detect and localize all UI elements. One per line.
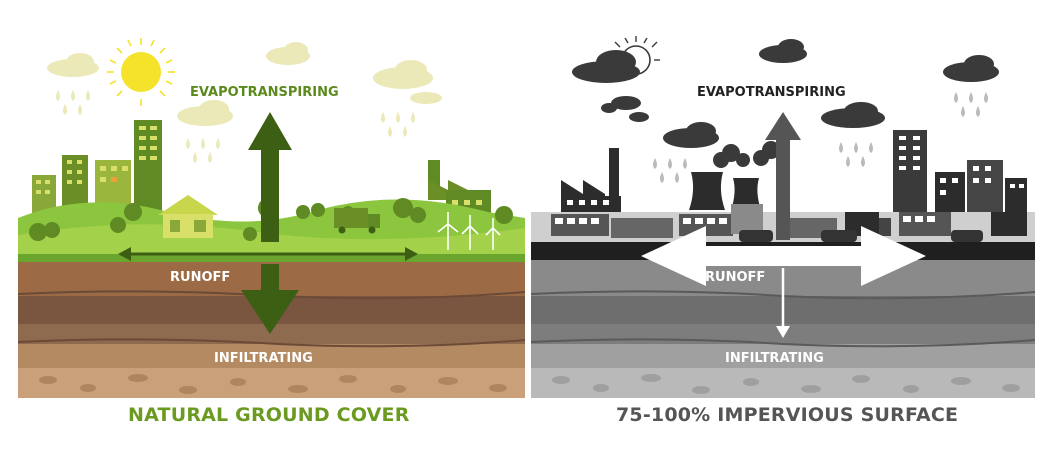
raindrop-icon — [56, 90, 415, 163]
car-icon — [739, 230, 983, 242]
sun-icon — [107, 38, 175, 106]
house-icon — [158, 195, 218, 238]
infiltrating-label: INFILTRATING — [214, 351, 313, 366]
bus-icon — [551, 212, 951, 238]
runoff-arrow — [118, 247, 418, 261]
impervious-surface-illustration: EVAPOTRANSPIRING RUNOFF INFILTRATING — [531, 0, 1035, 400]
runoff-label: RUNOFF — [170, 270, 230, 285]
runoff-arrow — [641, 226, 926, 286]
evapotranspiring-label: EVAPOTRANSPIRING — [697, 85, 846, 100]
wind-turbine-icon — [437, 212, 501, 250]
evapotranspiring-arrow — [248, 112, 292, 242]
infiltrating-label: INFILTRATING — [725, 351, 824, 366]
building-icon — [32, 120, 162, 225]
raindrop-icon — [653, 92, 988, 183]
cloud-icon — [47, 42, 442, 126]
impervious-surface-caption: 75-100% IMPERVIOUS SURFACE — [616, 404, 959, 426]
natural-ground-cover-caption: NATURAL GROUND COVER — [128, 404, 410, 426]
runoff-label: RUNOFF — [705, 270, 765, 285]
smoke-icon — [713, 141, 780, 168]
evapotranspiring-label: EVAPOTRANSPIRING — [190, 85, 339, 100]
natural-ground-cover-illustration: EVAPOTRANSPIRING RUNOFF INFILTRATING — [18, 0, 525, 400]
tree-icon — [29, 198, 513, 241]
evapotranspiring-arrow — [765, 112, 801, 240]
infiltrating-arrow — [241, 264, 299, 334]
sun-icon — [612, 36, 660, 75]
cooling-tower-icon — [689, 172, 761, 210]
infiltrating-arrow — [776, 268, 790, 338]
impervious-surface-panel: EVAPOTRANSPIRING RUNOFF INFILTRATING — [531, 0, 1035, 400]
truck-icon — [334, 208, 380, 234]
natural-ground-cover-panel: EVAPOTRANSPIRING RUNOFF INFILTRATING — [18, 0, 525, 400]
